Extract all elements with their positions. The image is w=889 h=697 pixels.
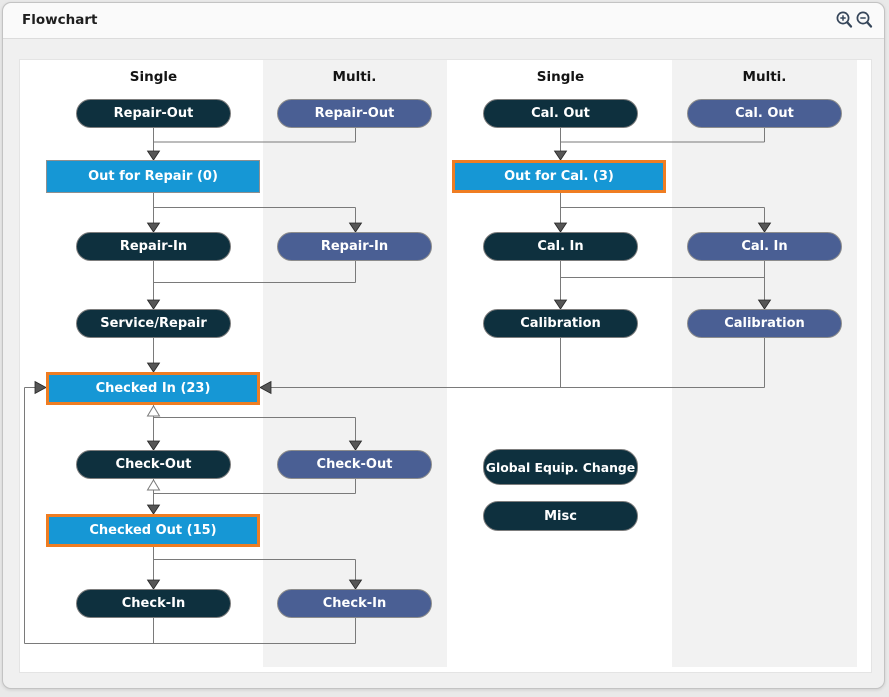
node-check-in-multi[interactable]: Check-In	[277, 589, 432, 618]
flowchart-canvas: Single Multi. Single Multi.	[19, 59, 872, 673]
node-repair-in-single[interactable]: Repair-In	[76, 232, 231, 261]
node-check-out-multi[interactable]: Check-Out	[277, 450, 432, 479]
zoom-controls	[835, 10, 874, 30]
flowchart-connectors	[24, 128, 772, 644]
column-header-multi-right: Multi.	[742, 69, 787, 85]
node-check-in-single[interactable]: Check-In	[76, 589, 231, 618]
zoom-in-button[interactable]	[835, 10, 854, 30]
node-calibration-multi[interactable]: Calibration	[687, 309, 842, 338]
node-cal-in-multi[interactable]: Cal. In	[687, 232, 842, 261]
zoom-out-button[interactable]	[855, 10, 874, 30]
node-misc[interactable]: Misc	[483, 501, 638, 531]
node-global-equip-change[interactable]: Global Equip. Change	[483, 449, 638, 485]
node-checked-in[interactable]: Checked In (23)	[46, 372, 260, 405]
node-repair-out-single[interactable]: Repair-Out	[76, 99, 231, 128]
window-title: Flowchart	[22, 12, 98, 28]
title-bar: Flowchart	[3, 3, 884, 39]
column-header-multi-left: Multi.	[332, 69, 377, 85]
node-repair-out-multi[interactable]: Repair-Out	[277, 99, 432, 128]
node-out-for-repair[interactable]: Out for Repair (0)	[46, 160, 260, 193]
node-service-repair[interactable]: Service/Repair	[76, 309, 231, 338]
node-check-out-single[interactable]: Check-Out	[76, 450, 231, 479]
column-header-single-right: Single	[536, 69, 585, 85]
node-cal-in-single[interactable]: Cal. In	[483, 232, 638, 261]
node-out-for-cal[interactable]: Out for Cal. (3)	[452, 160, 666, 193]
node-calibration-single[interactable]: Calibration	[483, 309, 638, 338]
zoom-in-icon	[836, 11, 853, 28]
flowchart-window: Flowchart Single Multi	[2, 2, 885, 689]
node-repair-in-multi[interactable]: Repair-In	[277, 232, 432, 261]
node-checked-out[interactable]: Checked Out (15)	[46, 514, 260, 547]
zoom-out-icon	[856, 11, 873, 28]
node-cal-out-single[interactable]: Cal. Out	[483, 99, 638, 128]
column-header-single-left: Single	[129, 69, 178, 85]
node-cal-out-multi[interactable]: Cal. Out	[687, 99, 842, 128]
